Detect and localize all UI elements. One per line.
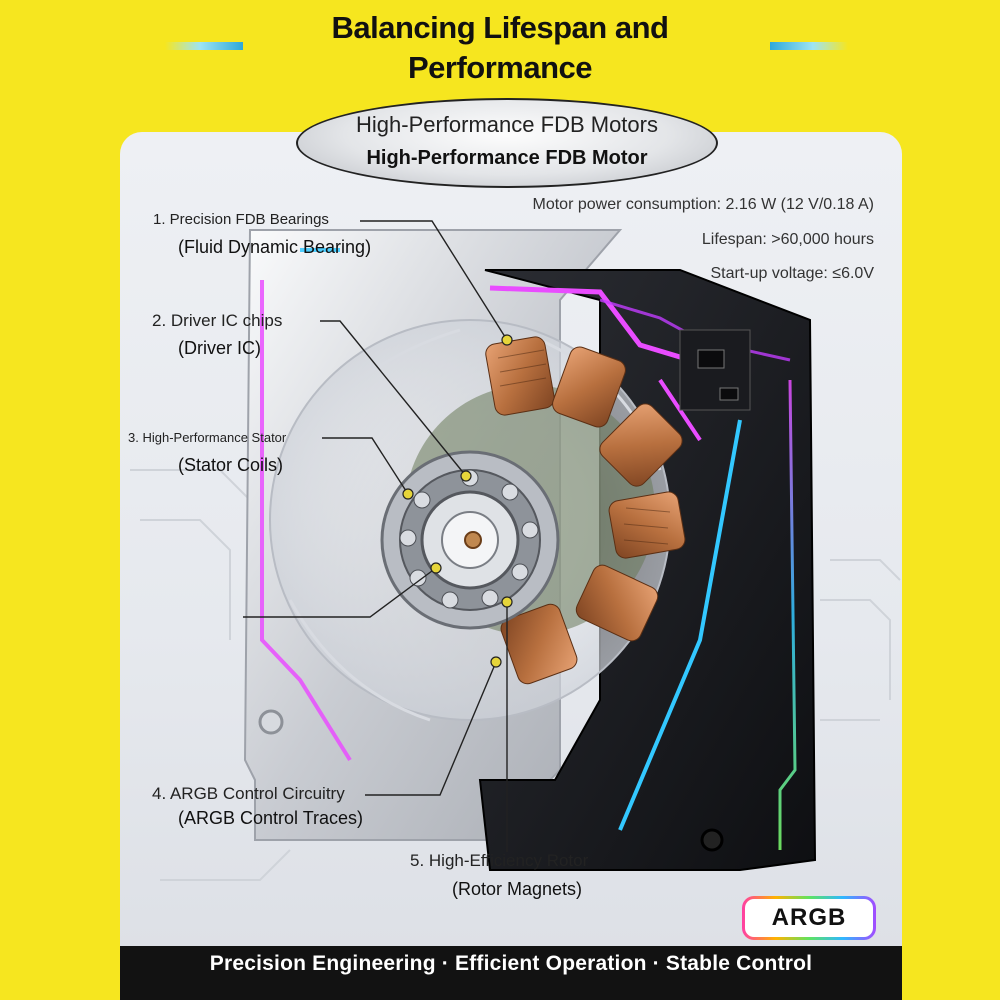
- fdb-bearing: [380, 450, 560, 630]
- footer-tagline: Precision Engineering · Efficient Operat…: [209, 952, 813, 975]
- argb-logo-text: ARGB: [745, 899, 873, 937]
- callout-5-title: 5. High-Efficiency Rotor: [410, 851, 589, 870]
- callout-lines: [243, 220, 508, 852]
- driver-ic-board: [679, 329, 751, 411]
- callout-1-title: 1. Precision FDB Bearings: [153, 211, 329, 228]
- motor-oval-badge: [296, 98, 718, 188]
- spec-lifespan: Lifespan: >60,000 hours: [701, 231, 874, 248]
- callout-4-title: 4. ARGB Control Circuitry: [152, 784, 345, 803]
- footer-bar: [120, 946, 902, 1000]
- callout-3-sub: (Stator Coils): [178, 455, 284, 475]
- accent-bar-left: [165, 42, 243, 50]
- oval-line-2: High-Performance FDB Motor: [366, 147, 648, 169]
- page-title: Balancing Lifespan and Performance: [0, 8, 1000, 88]
- spec-power: Motor power consumption: 2.16 W (12 V/0.…: [532, 196, 875, 213]
- callout-4-sub: (ARGB Control Traces): [178, 808, 364, 828]
- callout-5-sub: (Rotor Magnets): [452, 879, 583, 899]
- callout-2-sub: (Driver IC): [178, 338, 261, 358]
- argb-logo: ARGB: [742, 896, 876, 940]
- oval-line-1: High-Performance FDB Motors: [356, 112, 658, 137]
- callout-2-title: 2. Driver IC chips: [152, 311, 283, 330]
- title-line-1: Balancing Lifespan and: [331, 10, 669, 45]
- callout-dots: [402, 334, 513, 668]
- callout-3-title: 3. High-Performance Stator: [128, 430, 287, 445]
- callout-1-sub: (Fluid Dynamic Bearing): [178, 237, 372, 257]
- spec-startup-voltage: Start-up voltage: ≤6.0V: [710, 265, 874, 282]
- title-line-2: Performance: [407, 50, 593, 85]
